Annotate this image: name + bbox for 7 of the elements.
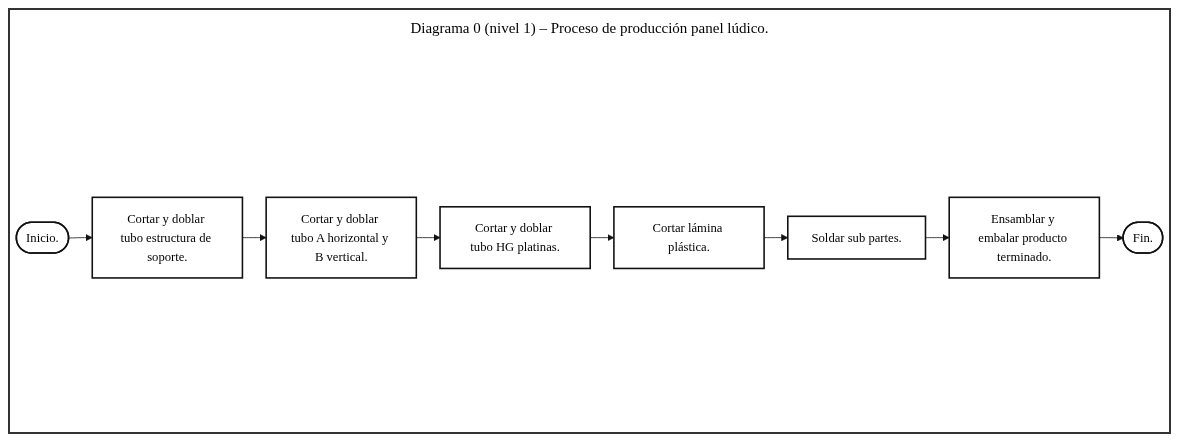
- node-box: Cortar y doblar tubo HG platinas.: [439, 205, 591, 270]
- node-box: Cortar y doblar tubo A horizontal y B vertical.: [265, 196, 418, 279]
- node-box: Ensamblar y embalar producto terminado.: [948, 196, 1101, 279]
- diagram-title: Diagrama 0 (nivel 1) – Proceso de producción panel lúdico.: [410, 20, 769, 37]
- node-box: Cortar y doblar tubo estructura de soporte.: [91, 196, 244, 279]
- node-box: Cortar lámina plástica.: [613, 205, 765, 270]
- node-box: Soldar sub partes.: [787, 215, 927, 260]
